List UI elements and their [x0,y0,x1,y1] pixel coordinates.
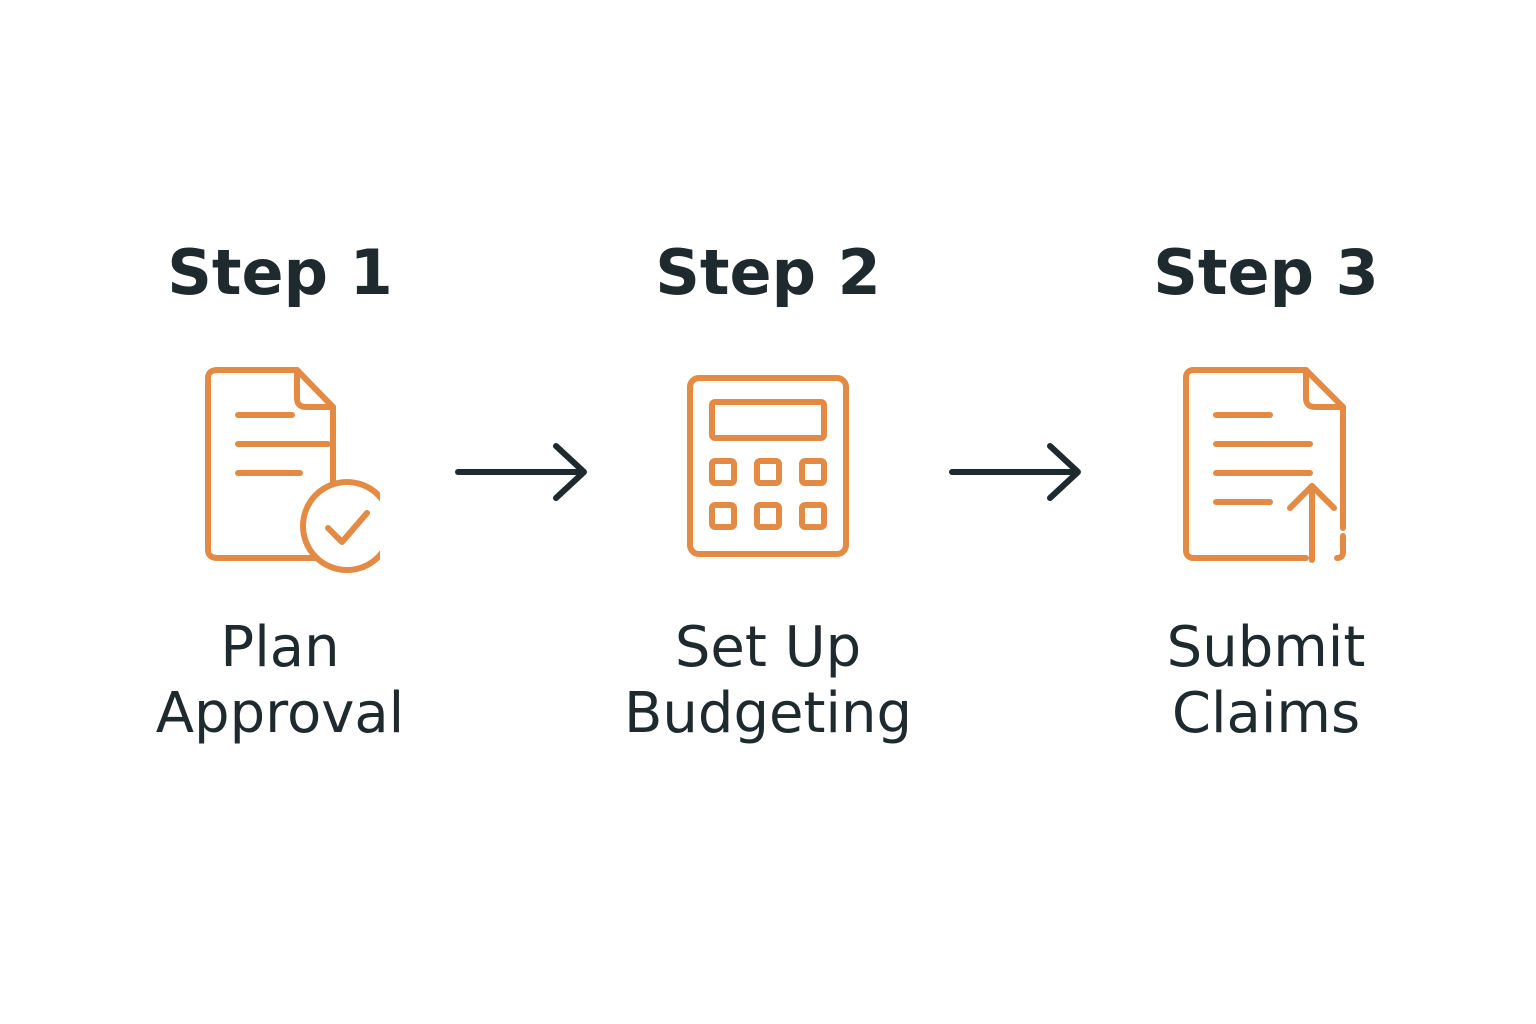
step-3-label-line2: Claims [1171,681,1361,746]
step-2-label-line2: Budgeting [623,681,912,746]
step-3-title: Step 3 [1153,236,1379,309]
arrow-right-icon [946,440,1086,504]
step-1-label: Plan Approval [80,615,480,747]
document-upload-icon [1166,360,1366,580]
step-1-title: Step 1 [167,236,393,309]
step-1: Step 1 Plan Approval [80,0,480,1024]
step-3-label: Submit Claims [1066,615,1466,747]
step-2-label-line1: Set Up [674,615,862,680]
arrow-right-icon [452,440,592,504]
calculator-icon [668,360,868,580]
step-2: Step 2 Set Up Budgeting [568,0,968,1024]
step-1-label-line2: Approval [155,681,405,746]
step-3: Step 3 Submit Claims [1066,0,1466,1024]
document-check-icon [180,360,380,580]
step-2-label: Set Up Budgeting [568,615,968,747]
step-3-label-line1: Submit [1166,615,1366,680]
step-1-label-line1: Plan [220,615,340,680]
step-2-title: Step 2 [655,236,881,309]
